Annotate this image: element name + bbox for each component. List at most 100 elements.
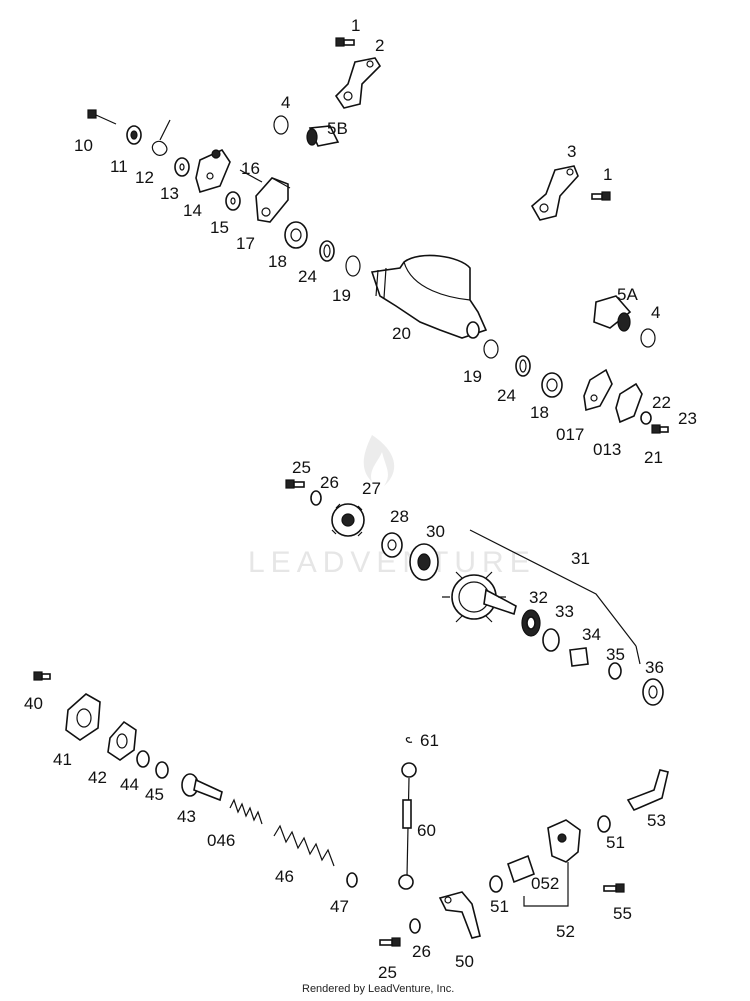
callout-013: 013: [593, 440, 621, 459]
part-26-washer-b: [409, 918, 421, 934]
part-052-bushing: [507, 854, 535, 884]
part-51-washer: [597, 815, 611, 833]
part-46-spring: [273, 824, 335, 867]
part-3-lever: [530, 165, 579, 221]
callout-45: 45: [145, 785, 164, 804]
part-2-lever: [334, 57, 382, 109]
part-55-screw: [603, 883, 625, 893]
part-47-clip: [346, 872, 358, 888]
callout-17: 17: [236, 234, 255, 253]
part-27-ratchet: [331, 503, 365, 537]
bracket-52: [523, 862, 569, 907]
part-24-seal: [319, 240, 335, 262]
part-31-kick-gear: [442, 571, 517, 623]
callout-1b: 1: [603, 165, 612, 184]
part-21-screw: [651, 424, 669, 434]
callout-44: 44: [120, 775, 139, 794]
part-26-washer: [310, 490, 322, 506]
part-013-plate: [615, 382, 643, 424]
callout-41: 41: [53, 750, 72, 769]
callout-27: 27: [362, 479, 381, 498]
callout-12: 12: [135, 168, 154, 187]
callout-18: 18: [268, 252, 287, 271]
part-18-bearing: [284, 221, 308, 249]
callout-60: 60: [417, 821, 436, 840]
callout-2: 2: [375, 36, 384, 55]
callout-43: 43: [177, 807, 196, 826]
callout-51: 51: [606, 833, 625, 852]
part-15-washer: [225, 191, 241, 211]
part-53-lever: [626, 769, 669, 812]
callout-19: 19: [332, 286, 351, 305]
callout-32: 32: [529, 588, 548, 607]
part-17-segment: [255, 177, 291, 223]
part-19-oring-b: [483, 339, 499, 359]
callout-34: 34: [582, 625, 601, 644]
callout-052: 052: [531, 874, 559, 893]
part-45-washer: [155, 761, 169, 779]
callout-19b: 19: [463, 367, 482, 386]
part-51-washer-b: [489, 875, 503, 893]
callout-36: 36: [645, 658, 664, 677]
callout-046: 046: [207, 831, 235, 850]
part-43-shaft: [181, 773, 223, 802]
bracket-31: [469, 529, 641, 665]
callout-22: 22: [652, 393, 671, 412]
part-5b-sleeve: [306, 125, 340, 147]
part-50-lever: [438, 891, 481, 939]
callout-labels: 1 2 4 5B 10 11 12 13 14 15 16 17 18 24 1…: [24, 16, 697, 982]
callout-4: 4: [281, 93, 290, 112]
part-52-shift-arm: [547, 819, 581, 863]
callout-53: 53: [647, 811, 666, 830]
footer-credit: Rendered by LeadVenture, Inc.: [302, 983, 455, 995]
part-14-plate: [195, 148, 231, 193]
part-32-ring: [521, 609, 541, 637]
callout-11: 11: [110, 157, 128, 176]
part-10-bolt: [87, 109, 117, 125]
callout-40: 40: [24, 694, 43, 713]
callout-50: 50: [455, 952, 474, 971]
part-42-gasket: [107, 720, 137, 761]
part-30-bearing: [409, 543, 439, 581]
part-017-segment: [583, 368, 613, 412]
callout-46: 46: [275, 867, 294, 886]
part-60-rod: [398, 762, 417, 890]
part-28-bearing: [381, 532, 403, 558]
callout-4b: 4: [651, 303, 660, 322]
part-16-pin: [239, 169, 263, 183]
callout-52: 52: [556, 922, 575, 941]
callout-24: 24: [298, 267, 317, 286]
part-20-shift-drum: [370, 254, 488, 339]
callout-24b: 24: [497, 386, 516, 405]
part-41-cover: [65, 693, 101, 741]
callout-31: 31: [571, 549, 590, 568]
callout-33: 33: [555, 602, 574, 621]
part-35-washer: [608, 662, 622, 680]
callout-26b: 26: [412, 942, 431, 961]
callout-20: 20: [392, 324, 411, 343]
callout-30: 30: [426, 522, 445, 541]
callout-42: 42: [88, 768, 107, 787]
part-25-screw-b: [379, 937, 401, 947]
part-34-bushing: [569, 647, 589, 667]
callout-14: 14: [183, 201, 202, 220]
callout-15: 15: [210, 218, 229, 237]
part-24-seal-b: [515, 355, 531, 377]
callout-5a: 5A: [617, 285, 638, 304]
callout-3: 3: [567, 142, 576, 161]
part-4-oring-b: [640, 328, 656, 348]
part-19-oring: [345, 255, 361, 277]
part-11-nut: [126, 125, 142, 145]
callout-51b: 51: [490, 897, 509, 916]
part-13-washer: [174, 157, 190, 177]
callout-28: 28: [390, 507, 409, 526]
part-33-washer: [542, 628, 560, 652]
part-61-clip: [405, 737, 413, 743]
part-4-oring: [273, 115, 289, 135]
callout-26: 26: [320, 473, 339, 492]
callout-35: 35: [606, 645, 625, 664]
callout-47: 47: [330, 897, 349, 916]
part-1-screw: [335, 37, 355, 47]
part-18-bearing-b: [541, 372, 563, 398]
